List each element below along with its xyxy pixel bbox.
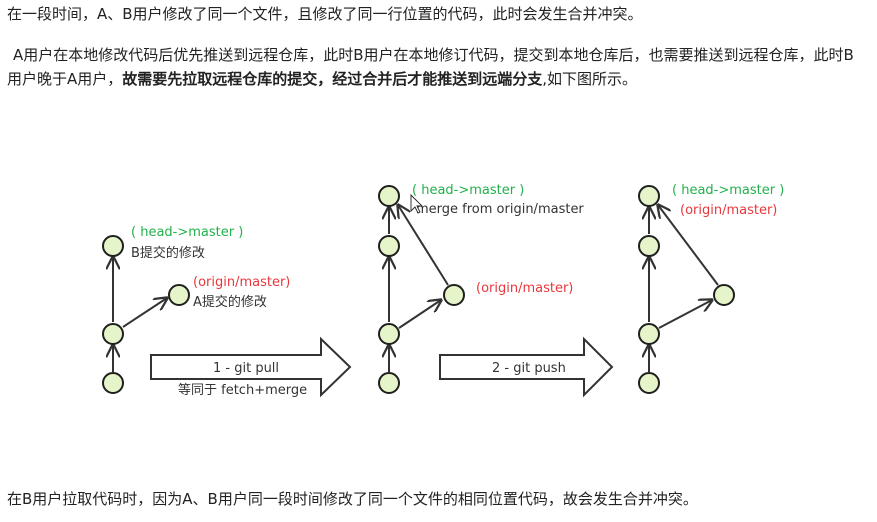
panel-after-pull: ( head->master ) merge from origin/maste…	[378, 183, 584, 394]
commit-node	[102, 372, 124, 394]
push-arrow-label: 2 - git push	[492, 361, 566, 376]
explanation-end: ,如下图所示。	[542, 70, 638, 88]
explanation-paragraph: A用户在本地修改代码后优先推送到远程仓库，此时B用户在本地修订代码，提交到本地仓…	[7, 43, 867, 91]
cursor-icon	[410, 193, 424, 214]
commit-node	[638, 323, 660, 345]
pull-arrow-sublabel: 等同于 fetch+merge	[178, 382, 307, 398]
edge	[398, 300, 441, 329]
merge-commit-node	[378, 185, 400, 207]
origin-label: (origin/master)	[680, 203, 777, 218]
panel-before-pull: ( head->master ) B提交的修改 (origin/master) …	[102, 225, 290, 394]
conflict-paragraph: 在B用户拉取代码时，因为A、B用户同一段时间修改了同一个文件的相同位置代码，故会…	[7, 490, 698, 508]
pull-arrow-label: 1 - git pull	[213, 361, 279, 376]
push-arrow-shape	[439, 336, 614, 398]
intro-paragraph: 在一段时间，A、B用户修改了同一个文件，且修改了同一行位置的代码，此时会发生合并…	[7, 5, 643, 23]
pull-arrow: 1 - git pull 等同于 fetch+merge	[150, 336, 352, 398]
origin-commit-node	[443, 284, 465, 306]
commit-node	[102, 323, 124, 345]
edge	[658, 205, 719, 286]
origin-label: (origin/master)	[476, 281, 573, 296]
panel-after-push: ( head->master ) (origin/master)	[638, 183, 784, 394]
head-label: ( head->master )	[131, 225, 243, 240]
pull-arrow-shape	[150, 336, 352, 398]
commit-node	[378, 323, 400, 345]
a-commit-label: A提交的修改	[193, 294, 267, 310]
explanation-bold: 故需要先拉取远程仓库的提交，经过合并后才能推送到远端分支	[122, 70, 543, 88]
origin-label: (origin/master)	[193, 275, 290, 290]
edge	[122, 298, 167, 328]
explanation-start: A用户在本地修改代码后优先推送到远程仓库，此时B用户在本地修订代码，提交到本地仓…	[7, 46, 854, 88]
head-label: ( head->master )	[412, 183, 524, 198]
commit-node	[378, 372, 400, 394]
merge-commit-node	[638, 185, 660, 207]
merge-label: merge from origin/master	[416, 202, 584, 217]
head-label: ( head->master )	[672, 183, 784, 198]
origin-commit-node	[713, 284, 735, 306]
commit-node-b	[102, 235, 124, 257]
edge	[398, 205, 449, 286]
push-arrow: 2 - git push	[439, 336, 614, 398]
commit-node	[638, 235, 660, 257]
commit-node-a	[168, 284, 190, 306]
commit-node	[378, 235, 400, 257]
commit-node	[638, 372, 660, 394]
edge	[658, 300, 712, 329]
b-commit-label: B提交的修改	[131, 245, 205, 261]
